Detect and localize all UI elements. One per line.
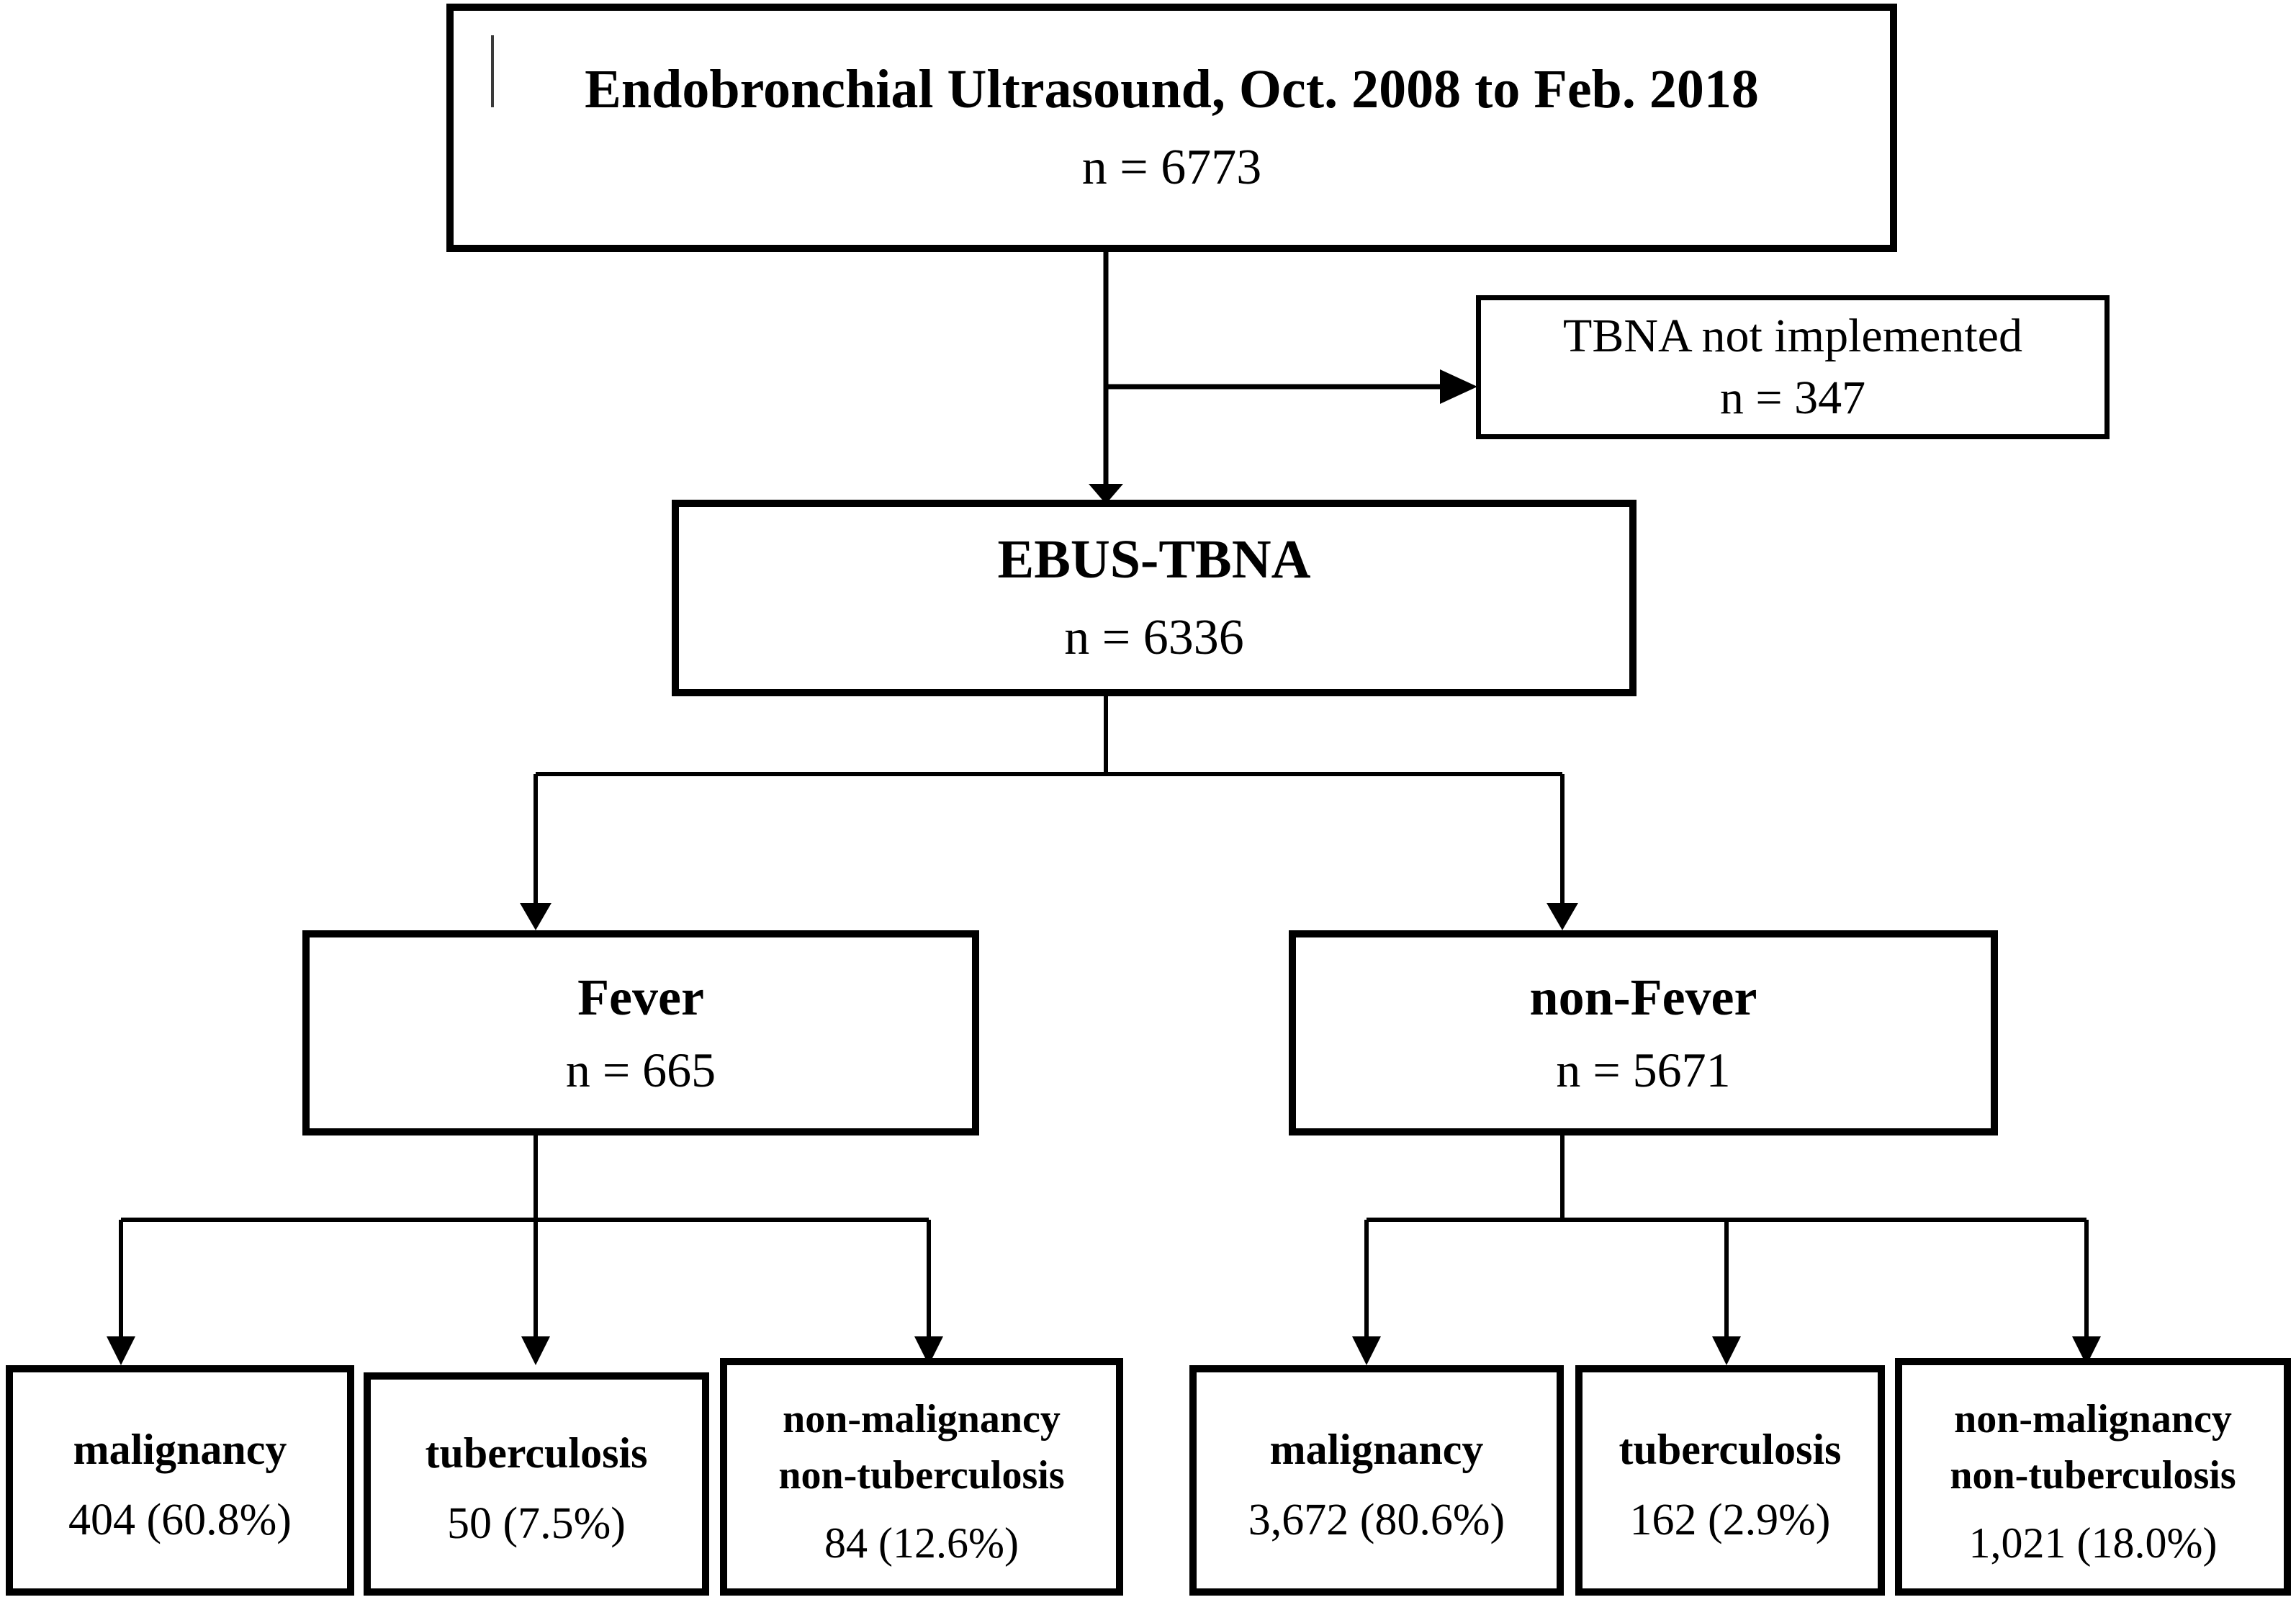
node-non-fever-malignancy-value: 3,672 (80.6%) [1248,1495,1505,1544]
node-ebus-tbna-title: EBUS-TBNA [997,529,1311,590]
node-non-fever-title: non-Fever [1529,968,1757,1026]
node-ebus-tbna-count: n = 6336 [1064,610,1244,666]
connector-nonfever-to-leaves [1352,1135,2101,1365]
node-fever-tuberculosis-title: tuberculosis [425,1429,648,1478]
node-root-count: n = 6773 [1081,140,1262,196]
node-root-title: Endobronchial Ultrasound, Oct. 2008 to F… [585,59,1759,120]
node-non-fever-other-title-line2: non-tuberculosis [1950,1452,2236,1498]
connector-included-to-split [520,696,1578,930]
node-non-fever-tuberculosis-value: 162 (2.9%) [1629,1495,1831,1544]
node-root-cohort[interactable]: Endobronchial Ultrasound, Oct. 2008 to F… [446,4,1897,252]
node-non-fever-other-value: 1,021 (18.0%) [1968,1519,2218,1567]
node-excluded-title: TBNA not implemented [1563,310,2022,363]
node-fever-non-malignancy-non-tuberculosis[interactable]: non-malignancy non-tuberculosis 84 (12.6… [720,1358,1123,1596]
node-non-fever-malignancy[interactable]: malignancy 3,672 (80.6%) [1189,1365,1564,1596]
node-fever-tuberculosis[interactable]: tuberculosis 50 (7.5%) [364,1372,709,1596]
node-fever-group[interactable]: Fever n = 665 [302,930,979,1135]
connector-root-to-included [1089,252,1123,504]
node-excluded-tbna-not-implemented[interactable]: TBNA not implemented n = 347 [1476,295,2110,439]
node-fever-count: n = 665 [565,1042,716,1097]
node-non-fever-count: n = 5671 [1556,1042,1731,1097]
node-non-fever-malignancy-title: malignancy [1269,1426,1484,1474]
node-excluded-count: n = 347 [1719,372,1866,424]
node-non-fever-group[interactable]: non-Fever n = 5671 [1289,930,1998,1135]
node-fever-other-value: 84 (12.6%) [824,1519,1019,1567]
node-fever-other-title-line1: non-malignancy [783,1396,1061,1442]
node-non-fever-non-malignancy-non-tuberculosis[interactable]: non-malignancy non-tuberculosis 1,021 (1… [1895,1358,2291,1596]
node-fever-other-title-line2: non-tuberculosis [778,1452,1065,1498]
node-ebus-tbna[interactable]: EBUS-TBNA n = 6336 [672,500,1637,696]
node-non-fever-tuberculosis[interactable]: tuberculosis 162 (2.9%) [1575,1365,1885,1596]
connector-fever-to-leaves [107,1135,943,1365]
node-non-fever-other-title-line1: non-malignancy [1954,1396,2232,1442]
node-non-fever-tuberculosis-title: tuberculosis [1619,1426,1842,1474]
node-fever-malignancy-value: 404 (60.8%) [68,1495,292,1544]
connector-root-to-excluded [1106,369,1477,404]
node-fever-tuberculosis-value: 50 (7.5%) [447,1498,626,1548]
node-fever-malignancy[interactable]: malignancy 404 (60.8%) [6,1365,354,1596]
node-fever-title: Fever [577,968,704,1026]
text-caret-artifact [491,35,494,107]
node-fever-malignancy-title: malignancy [73,1426,287,1474]
